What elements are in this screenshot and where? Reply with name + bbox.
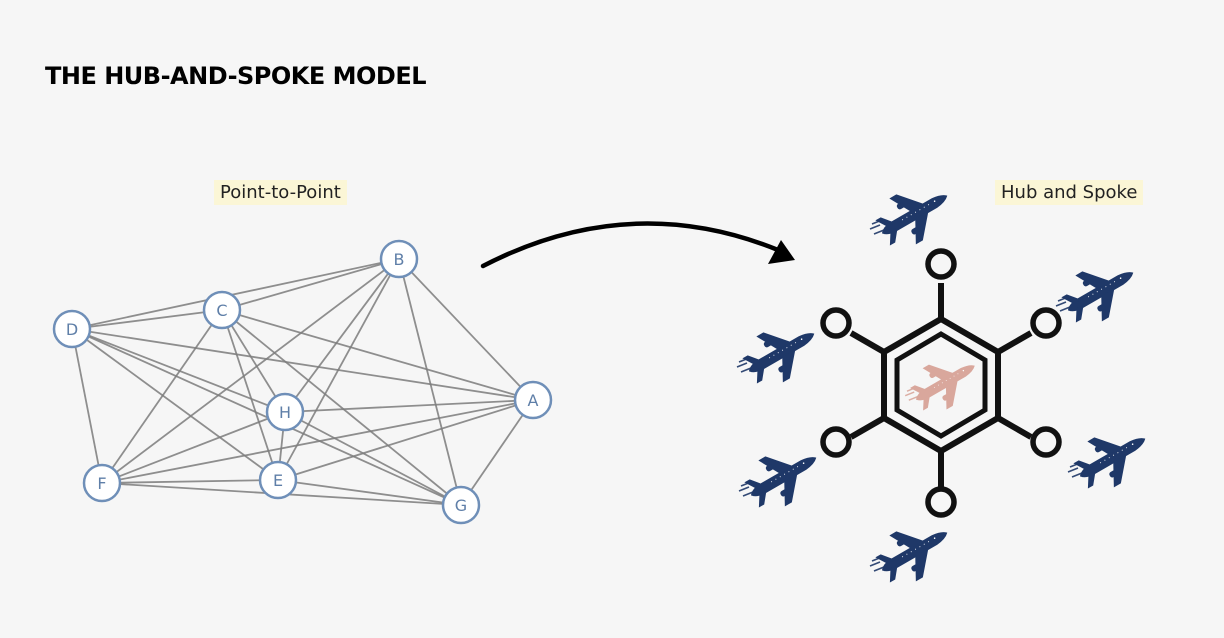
edge	[277, 399, 534, 481]
point-to-point-label: Point-to-Point	[214, 180, 347, 205]
page-title: THE HUB-AND-SPOKE MODEL	[45, 62, 427, 90]
edge	[221, 309, 462, 506]
edge	[398, 258, 534, 401]
edge	[71, 328, 103, 484]
edge	[277, 479, 462, 506]
airplane-icon	[1066, 415, 1159, 500]
airplane-icon	[868, 172, 961, 257]
edge	[284, 258, 400, 413]
node-C: C	[202, 290, 242, 330]
edge	[284, 411, 462, 506]
svg-text:C: C	[216, 301, 227, 320]
edge	[101, 309, 223, 484]
node-A: A	[513, 380, 553, 420]
edge	[221, 258, 400, 311]
svg-text:D: D	[66, 320, 78, 339]
svg-text:G: G	[455, 496, 467, 515]
airplane-icon	[1054, 249, 1147, 334]
edge	[71, 309, 223, 330]
node-D: D	[52, 309, 92, 349]
edge	[221, 309, 534, 401]
network-edges	[71, 258, 534, 506]
hub-airplane-icon	[904, 345, 987, 421]
airplane-icon	[868, 509, 961, 594]
node-G: G	[441, 485, 481, 525]
edge	[398, 258, 462, 506]
hub-and-spoke-label: Hub and Spoke	[995, 180, 1144, 205]
airplane-icon	[735, 310, 828, 395]
edge	[221, 309, 286, 413]
airplane-icon	[737, 434, 830, 519]
node-F: F	[82, 463, 122, 503]
hexagon-hub-icon	[820, 248, 1062, 518]
node-E: E	[258, 460, 298, 500]
svg-text:B: B	[394, 250, 405, 269]
edge	[101, 399, 534, 484]
edge	[101, 479, 279, 484]
edge	[101, 411, 286, 484]
node-B: B	[379, 239, 419, 279]
node-H: H	[265, 392, 305, 432]
edge	[284, 399, 534, 413]
edge	[71, 328, 286, 413]
svg-text:E: E	[273, 471, 283, 490]
svg-text:H: H	[279, 403, 291, 422]
svg-text:A: A	[528, 391, 539, 410]
edge	[101, 258, 400, 484]
edge	[71, 258, 400, 330]
svg-text:F: F	[97, 474, 106, 493]
edge	[71, 328, 534, 401]
curved-arrow-icon	[480, 221, 795, 269]
edge	[277, 258, 400, 481]
edge	[460, 399, 534, 506]
